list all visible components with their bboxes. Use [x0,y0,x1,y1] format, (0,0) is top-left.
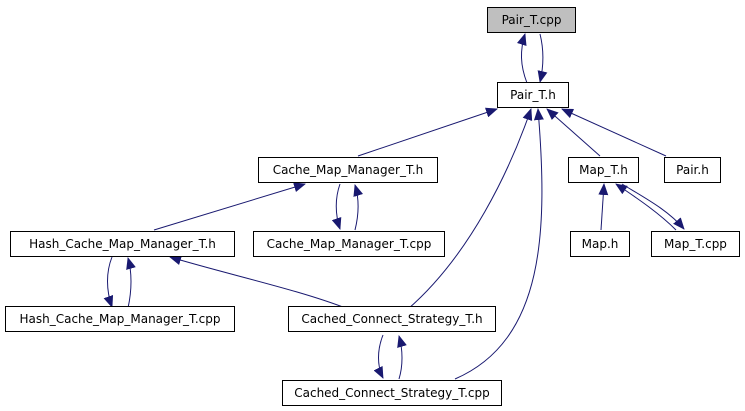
edge-cached-connect-strategy-t-cpp-to-pair-t-h [454,108,544,380]
node-map-t-cpp[interactable]: Map_T.cpp [651,231,740,257]
edge-cached-connect-strategy-t-h-to-pair-t-h [407,108,533,310]
node-pair-h[interactable]: Pair.h [664,157,721,183]
edge-cache-map-manager-t-h-to-pair-t-h [357,107,498,157]
edge-hash-cache-map-manager-t-cpp-to-hash-cache-map-manager-t-h [126,257,136,309]
node-cache-map-manager-t-cpp[interactable]: Cache_Map_Manager_T.cpp [253,231,445,257]
node-hash-cache-map-manager-t-cpp[interactable]: Hash_Cache_Map_Manager_T.cpp [5,306,235,332]
edge-pair-h-to-pair-t-h [561,108,667,157]
edge-cached-connect-strategy-t-cpp-to-cached-connect-strategy-t-h [397,335,407,380]
edge-pair-t-cpp-to-pair-t-h [537,33,548,83]
node-cache-map-manager-t-h[interactable]: Cache_Map_Manager_T.h [258,157,438,183]
node-cached-connect-strategy-t-h[interactable]: Cached_Connect_Strategy_T.h [288,306,496,332]
node-pair-t-cpp[interactable]: Pair_T.cpp [487,7,576,33]
edge-cached-connect-strategy-t-h-to-hash-cache-map-manager-t-h [169,255,349,310]
node-hash-cache-map-manager-t-h[interactable]: Hash_Cache_Map_Manager_T.h [10,231,235,257]
edge-map-t-cpp-to-map-t-h [615,183,677,231]
node-cached-connect-strategy-t-cpp[interactable]: Cached_Connect_Strategy_T.cpp [282,380,502,406]
edge-map-t-h-to-pair-t-h [546,108,601,157]
edge-cached-connect-strategy-t-h-to-cached-connect-strategy-t-cpp [373,334,384,379]
node-map-t-h[interactable]: Map_T.h [568,157,639,183]
edge-hash-cache-map-manager-t-h-to-hash-cache-map-manager-t-cpp [103,256,114,308]
edge-cache-map-manager-t-cpp-to-cache-map-manager-t-h [353,184,364,231]
edge-map-t-h-to-map-t-cpp [621,183,685,230]
edge-hash-cache-map-manager-t-h-to-cache-map-manager-t-h [153,182,306,231]
edge-pair-t-h-to-pair-t-cpp [516,33,528,84]
edge-cache-map-manager-t-h-to-cache-map-manager-t-cpp [331,183,342,230]
node-pair-t-h[interactable]: Pair_T.h [497,82,569,108]
node-map-h[interactable]: Map.h [570,231,630,257]
edge-map-h-to-map-t-h [598,183,609,231]
